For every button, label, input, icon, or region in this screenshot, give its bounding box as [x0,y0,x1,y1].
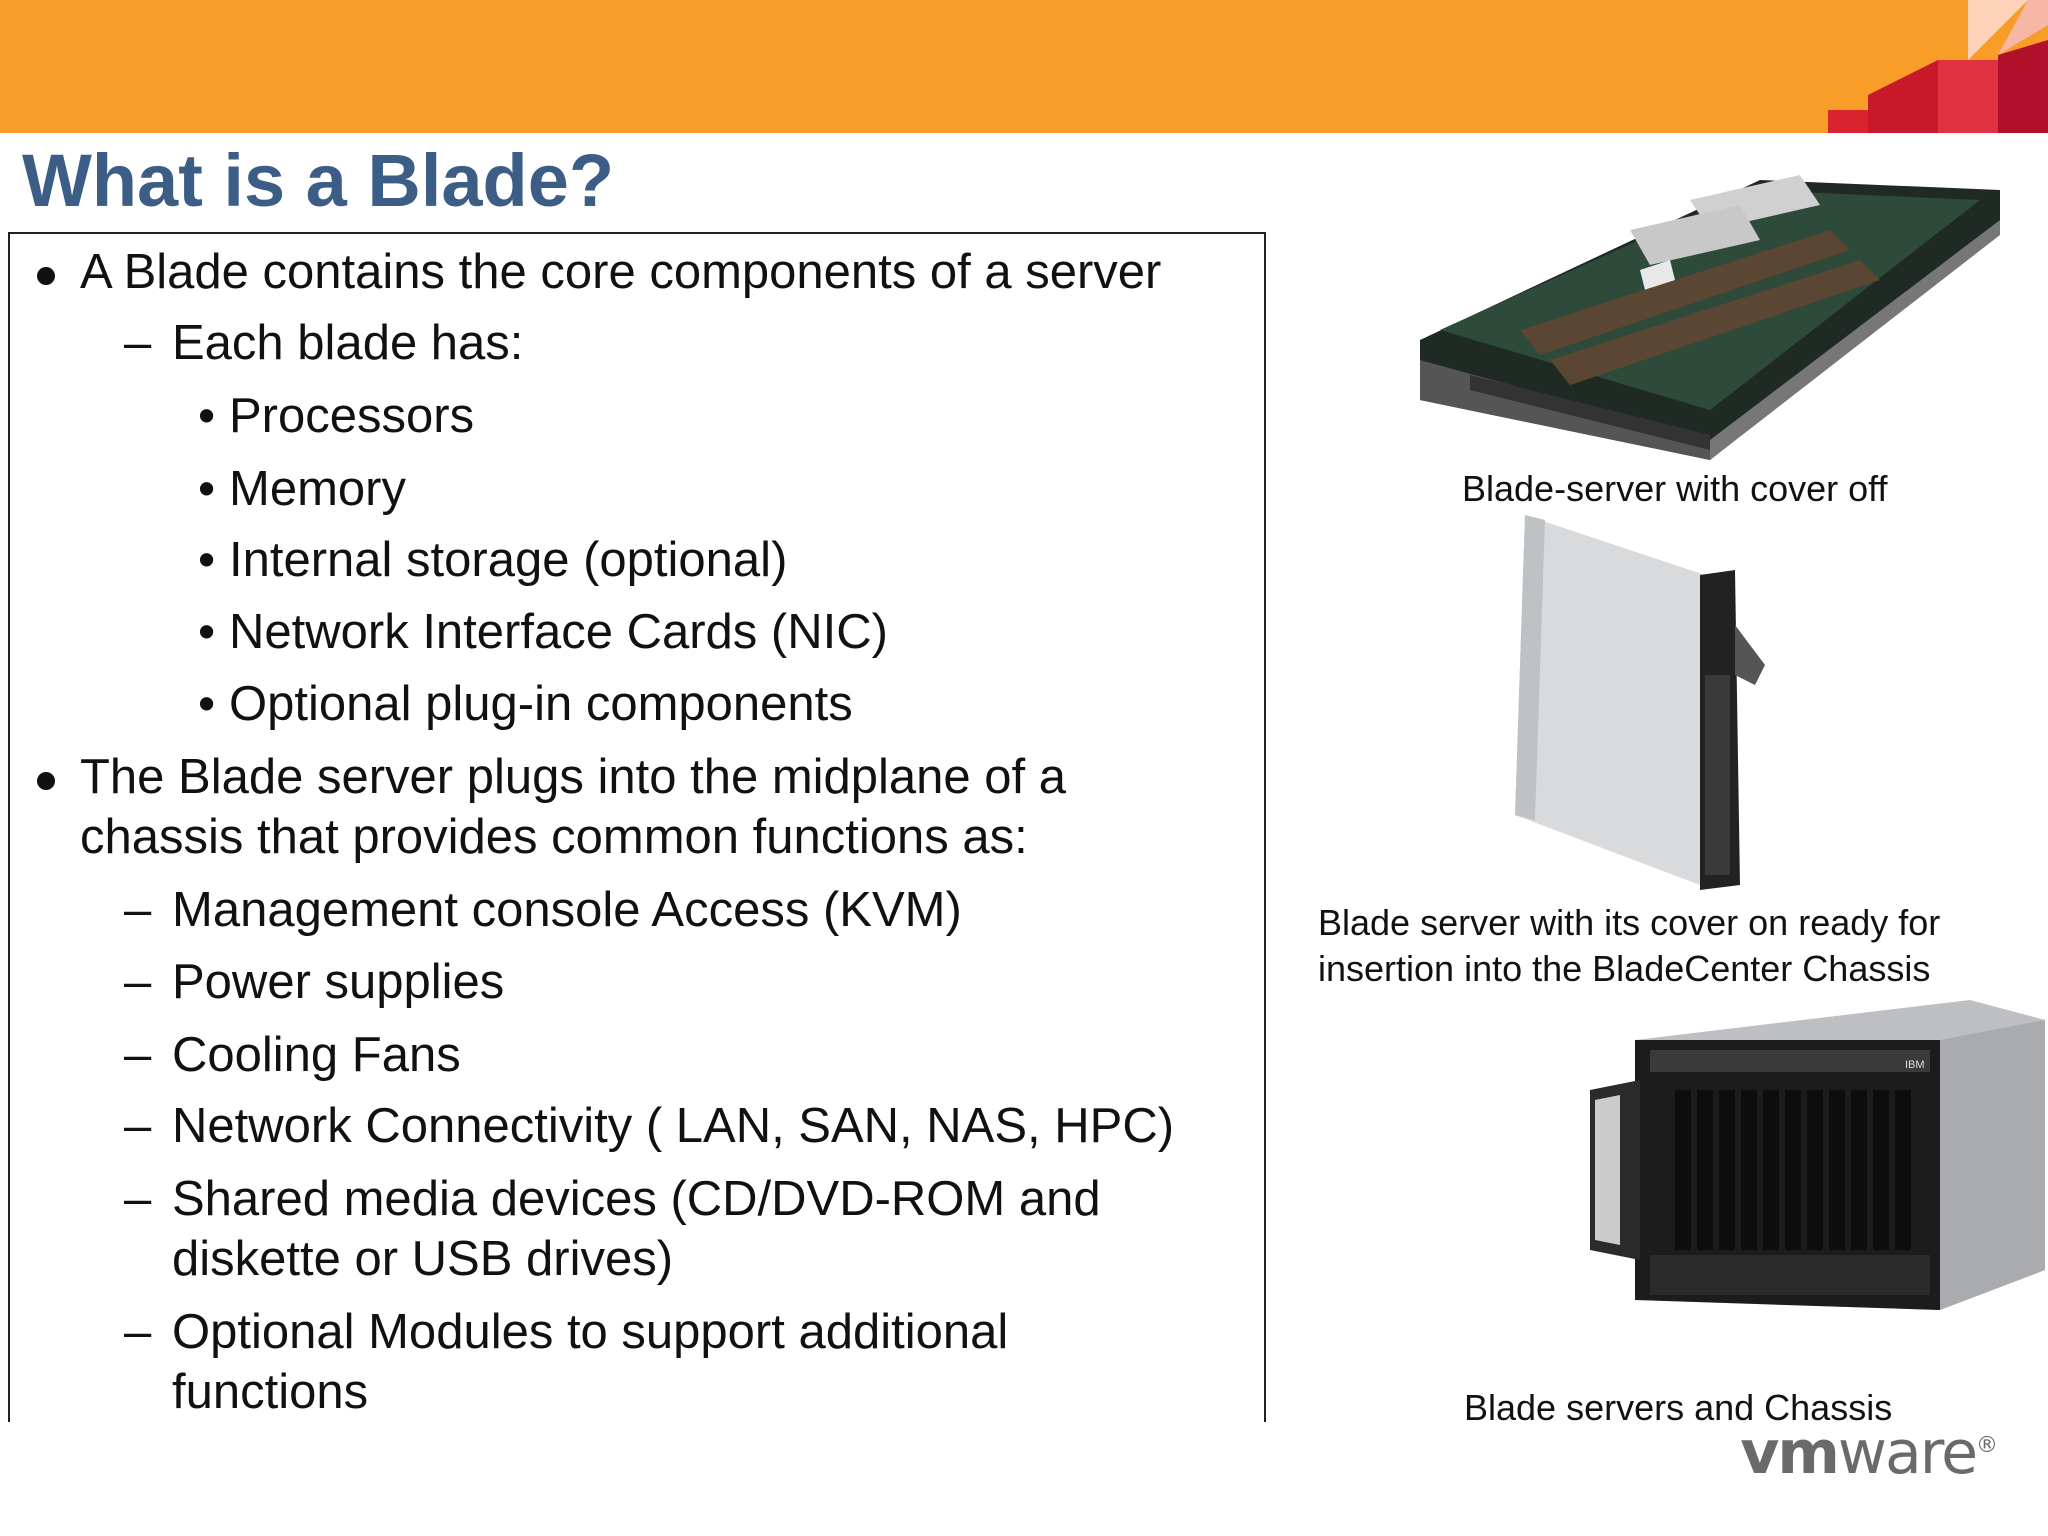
slide-title: What is a Blade? [22,139,615,222]
list-item: Network Interface Cards (NIC) [229,605,888,659]
logo-registered-mark: ® [1976,1433,1998,1458]
dash-marker: – [124,1099,152,1153]
small-bullet: • [198,605,216,659]
logo-vm: vm [1740,1418,1840,1488]
blade-cover-on-image [1515,515,1765,890]
list-item: Processors [229,389,475,443]
sub-bullet-text-cont: functions [172,1365,369,1419]
image-caption: Blade servers and Chassis [1464,1387,1893,1428]
bullet-dot [37,772,55,790]
list-item: Internal storage (optional) [229,533,788,587]
sub-bullet-text: Network Connectivity ( LAN, SAN, NAS, HP… [172,1099,1175,1153]
vmware-logo: vmware® [1740,1418,1998,1488]
sub-bullet-text-cont: diskette or USB drives) [172,1232,674,1286]
corner-decoration [1828,0,2048,133]
small-bullet: • [198,389,216,443]
dash-marker: – [124,883,152,937]
sub-bullet-text: Each blade has: [172,316,524,370]
sub-bullet-text: Shared media devices (CD/DVD-ROM and [172,1172,1101,1226]
dash-marker: – [124,316,152,370]
dash-marker: – [124,1305,152,1359]
small-bullet: • [198,533,216,587]
dash-marker: – [124,1172,152,1226]
bullet-content-box [8,232,1266,1422]
bullet-text-cont: chassis that provides common functions a… [80,810,1028,864]
blade-chassis-image: IBM [1590,1000,2045,1310]
sub-bullet-text: Optional Modules to support additional [172,1305,1009,1359]
logo-ware: ware [1837,1418,1978,1488]
blade-cover-off-image [1420,175,2000,460]
small-bullet: • [198,462,216,516]
image-caption-line2: insertion into the BladeCenter Chassis [1318,948,1931,989]
sub-bullet-text: Power supplies [172,955,505,1009]
bullet-dot [37,267,55,285]
bullet-text: The Blade server plugs into the midplane… [80,750,1067,804]
dash-marker: – [124,1028,152,1082]
dash-marker: – [124,955,152,1009]
list-item: Memory [229,462,406,516]
list-item: Optional plug-in components [229,677,853,731]
image-caption: Blade-server with cover off [1462,468,1888,509]
sub-bullet-text: Management console Access (KVM) [172,883,962,937]
header-bar [0,0,2048,133]
image-caption-line1: Blade server with its cover on ready for [1318,902,1941,943]
sub-bullet-text: Cooling Fans [172,1028,461,1082]
bullet-text: A Blade contains the core components of … [80,245,1162,299]
small-bullet: • [198,677,216,731]
ibm-badge: IBM [1905,1059,1925,1071]
